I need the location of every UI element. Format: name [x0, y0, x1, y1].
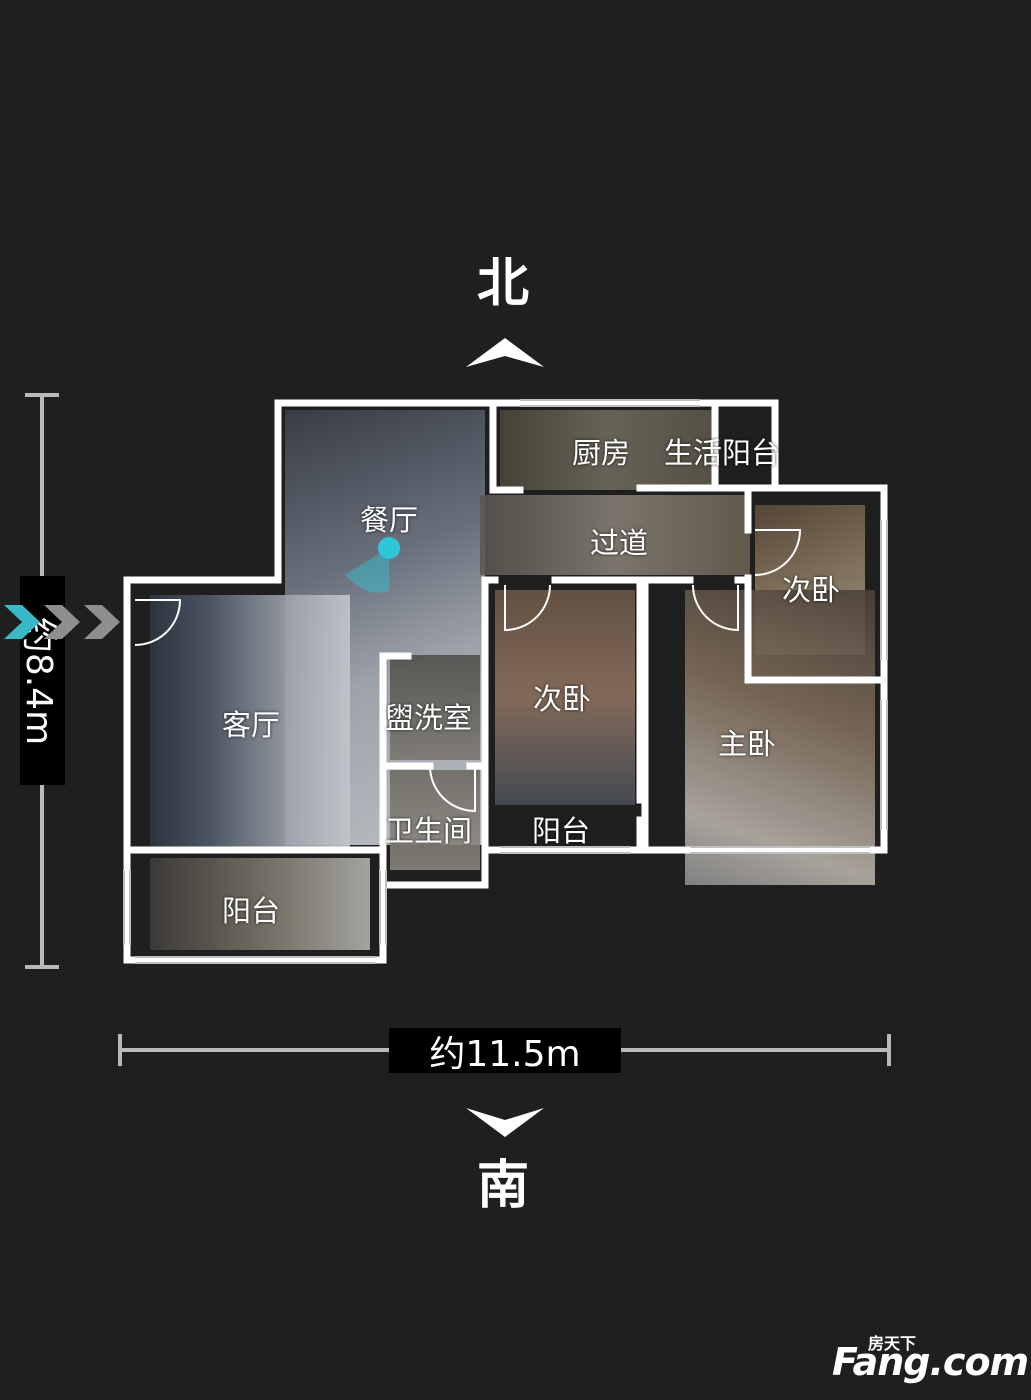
width-tick-right: [887, 1034, 891, 1066]
room-label-corridor: 过道: [590, 526, 649, 560]
height-dimension-box: 约8.4m: [19, 576, 65, 785]
height-tick-bottom: [25, 965, 59, 969]
watermark-logo: 房天下 Fang.com: [832, 1330, 1029, 1390]
room-label-bedroom-mid: 次卧: [533, 682, 592, 716]
room-label-master: 主卧: [718, 727, 777, 761]
master-bedroom-texture: [685, 590, 875, 885]
room-label-toilet: 卫生间: [385, 814, 473, 848]
width-tick-left: [118, 1034, 122, 1066]
room-label-living: 客厅: [222, 708, 281, 742]
room-label-balcony-sw: 阳台: [222, 894, 281, 928]
room-label-balcony-mid: 阳台: [532, 814, 591, 848]
room-label-dining: 餐厅: [360, 503, 419, 537]
width-dimension-box: 约11.5m: [389, 1028, 621, 1075]
room-label-utility-balcony: 生活阳台: [664, 436, 781, 470]
height-tick-top: [25, 393, 59, 397]
room-label-washroom: 盥洗室: [385, 701, 473, 735]
height-dimension-label: 约8.4m: [18, 616, 60, 745]
room-label-kitchen: 厨房: [572, 436, 631, 470]
watermark-cn: 房天下: [868, 1334, 917, 1353]
watermark-en: Fang.com: [832, 1340, 1029, 1384]
north-label: 北: [477, 254, 530, 314]
south-label: 南: [477, 1156, 530, 1216]
room-label-bedroom-ne: 次卧: [782, 573, 841, 607]
